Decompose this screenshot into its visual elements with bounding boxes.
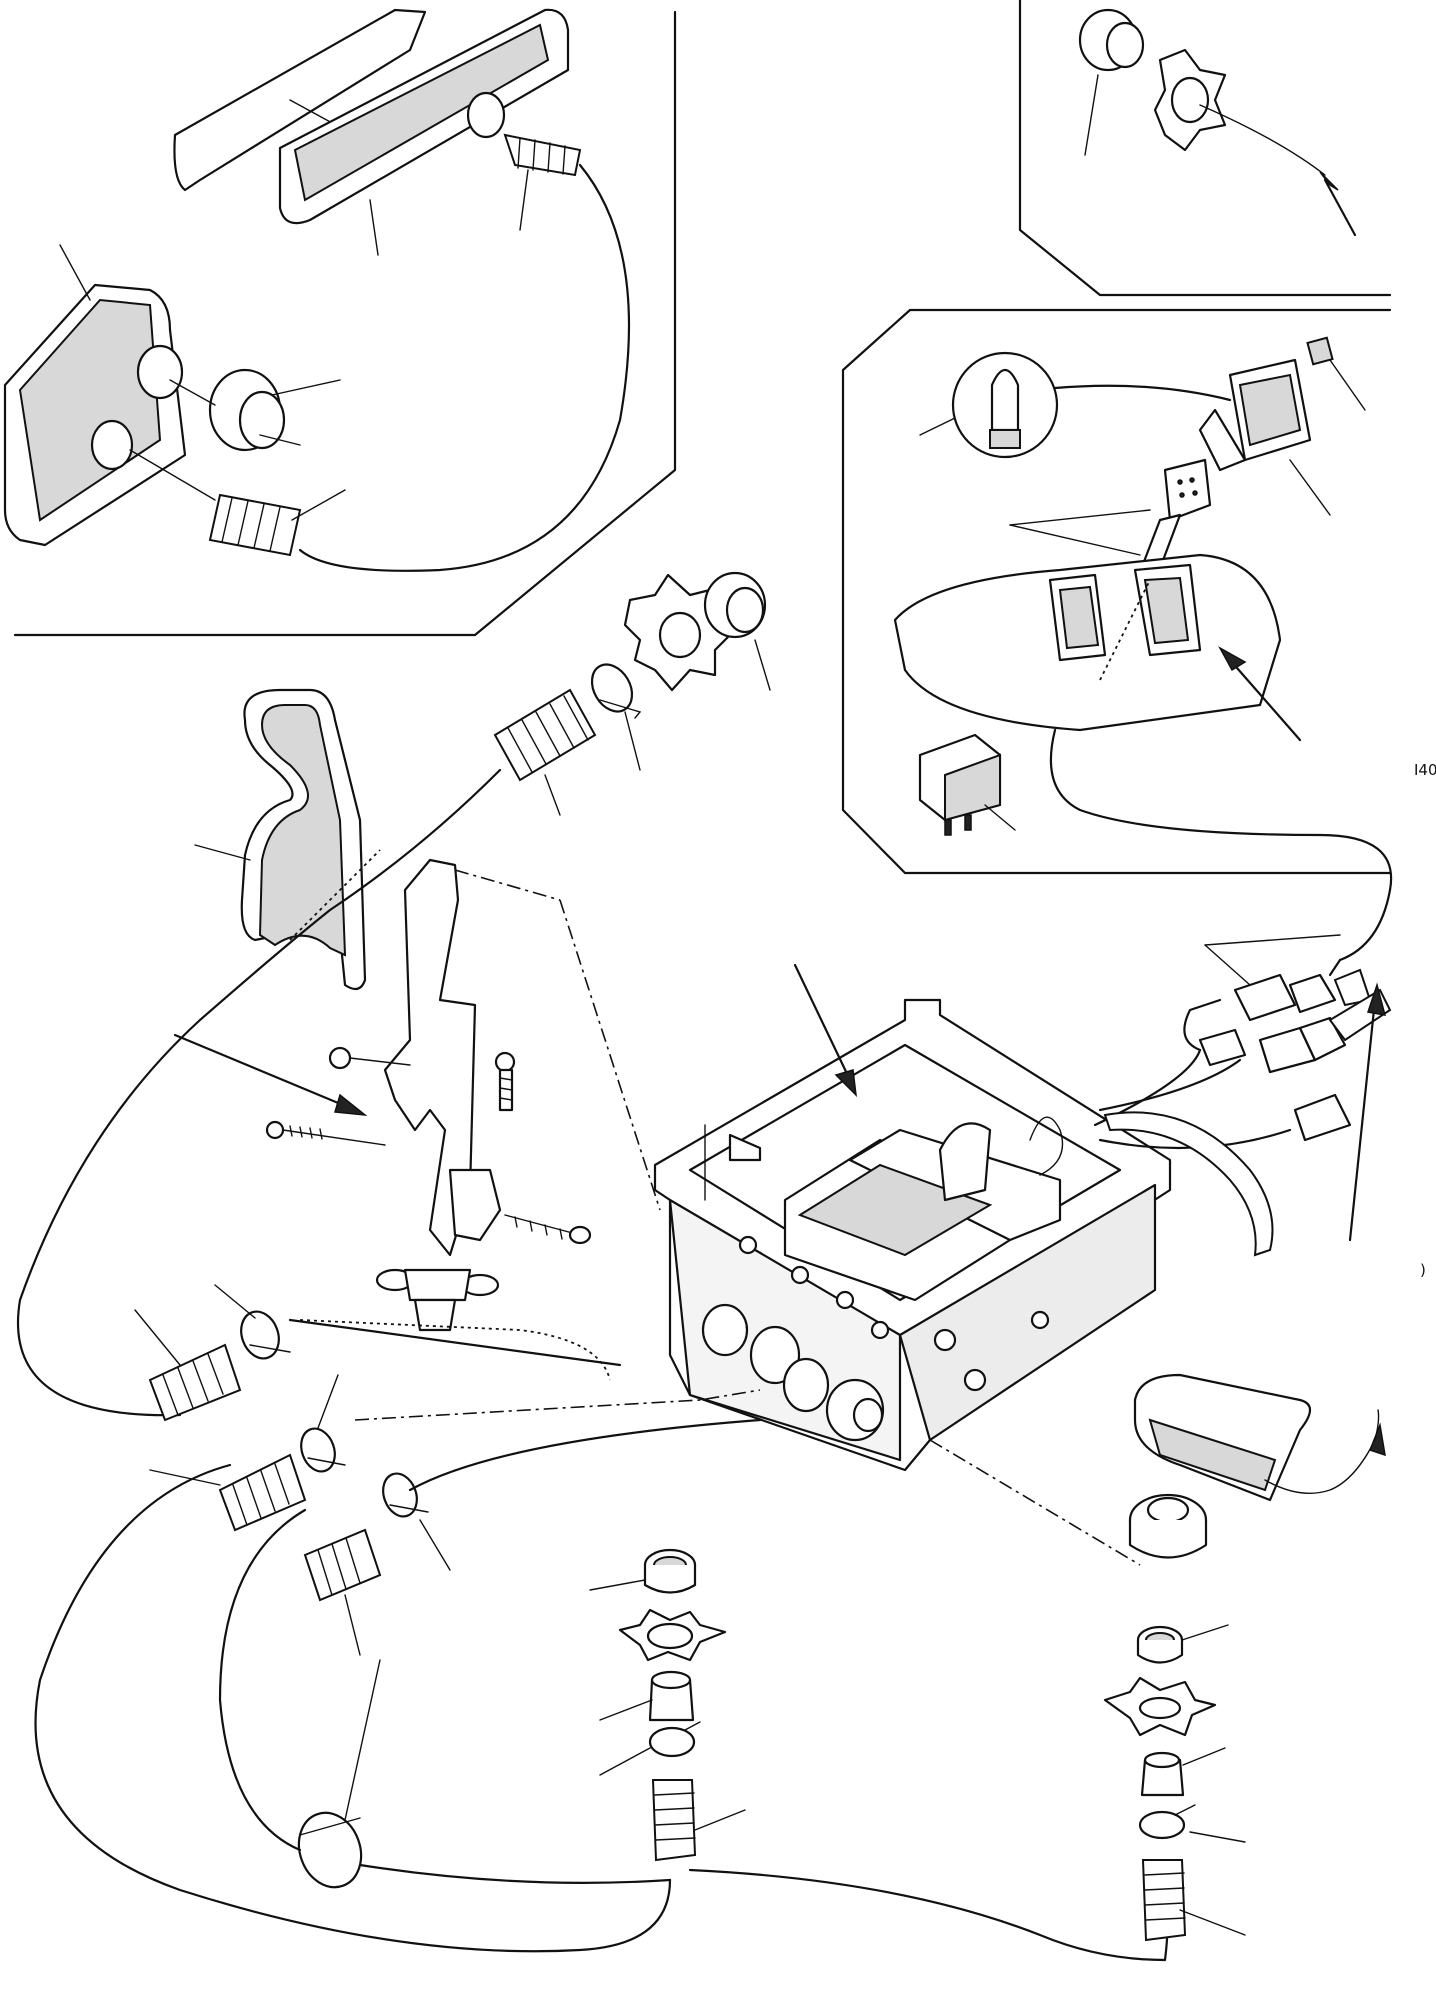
panel-grommet-mid (623, 571, 771, 692)
hose-clip-lower-2 (300, 1374, 346, 1473)
pointer-arrow-bracket (173, 1033, 368, 1116)
main-cable-left (16, 768, 502, 1417)
pointer-arrow-right-upper (1348, 982, 1387, 1242)
bellows-lower-1 (134, 1309, 242, 1422)
control-box-ports (701, 1235, 1050, 1442)
pointer-arrow-box (793, 963, 858, 1098)
edge-label-right-lower: ) (1420, 1261, 1426, 1279)
relay (918, 733, 1016, 836)
lamp-bellows (208, 489, 346, 557)
cable-bellows-mid (493, 688, 597, 816)
pointer-arrow-right-lower (1374, 1409, 1380, 1441)
bracket-screw (265, 1120, 386, 1146)
dashboard-panel (893, 553, 1302, 742)
cab-mount-block (1128, 1373, 1386, 1559)
seal-gasket (194, 688, 367, 991)
lower-cables (34, 1318, 1169, 1962)
bellows-lower-3 (303, 1528, 382, 1656)
mounting-bracket (375, 858, 661, 1332)
hose-clip-lower-1 (214, 1284, 291, 1360)
lamp-grommet (208, 368, 341, 452)
harness-connectors (1198, 934, 1372, 1142)
bellows-grommet-top (503, 133, 582, 231)
hose-clip-lower-3 (382, 1472, 451, 1571)
bellows-lower-2 (149, 1453, 307, 1532)
switch-housing (1198, 358, 1331, 516)
warning-bulb (919, 351, 1059, 459)
inset-frame-top-right (1018, 0, 1392, 297)
bracket-bolt (494, 1051, 516, 1112)
hose-clip-large (297, 1659, 381, 1889)
rear-lamp-housing (3, 244, 187, 547)
inset-cable (1049, 384, 1393, 962)
bracket-bolt-long (504, 1214, 592, 1245)
motor-unit (783, 1116, 1064, 1302)
inset-frame-top-left (13, 10, 677, 637)
grommet-stack-middle (589, 1548, 746, 1862)
switch-lens (1306, 336, 1366, 411)
inset-frame-mid-right (841, 308, 1392, 875)
bracket-nut (328, 1046, 411, 1070)
cab-lamp-housing (278, 8, 570, 256)
edge-label-right-mid: I40 (1414, 761, 1436, 779)
lamp-cable (129, 163, 631, 572)
hose-clip-mid (590, 663, 642, 771)
dash-line-right (929, 1439, 1141, 1566)
grommet-stack-right (1103, 1624, 1246, 1942)
panel-grommet-top-right (1078, 8, 1357, 237)
